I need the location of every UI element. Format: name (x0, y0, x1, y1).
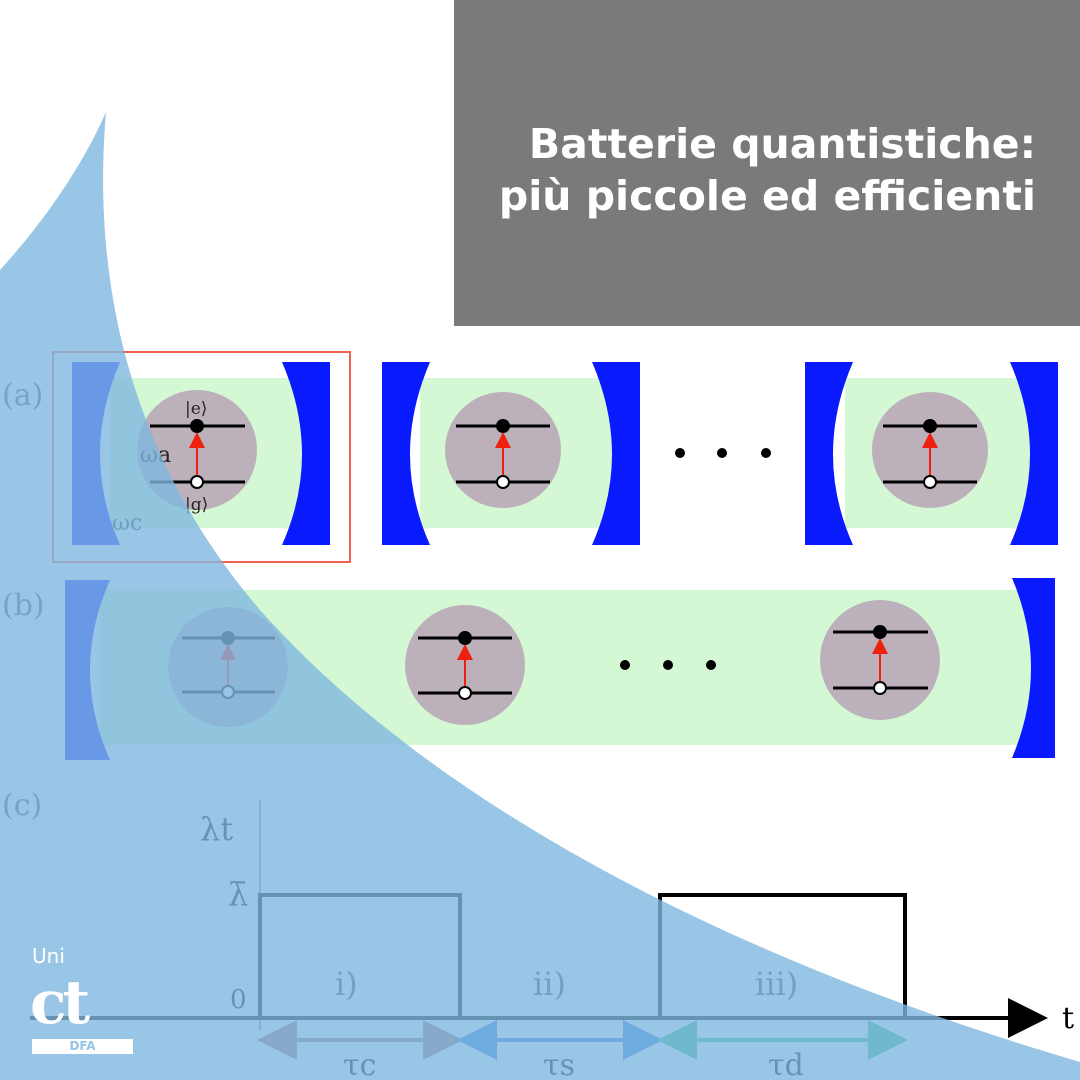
title-banner: Batterie quantistiche: più piccole ed ef… (454, 0, 1080, 326)
cavity-a3 (805, 362, 1058, 545)
state-e-label: |e⟩ (185, 399, 207, 419)
unict-dfa-logo: Uni ct DFA (30, 944, 135, 1056)
state-g-label: |g⟩ (185, 495, 208, 515)
ellipsis-dots-a (675, 448, 771, 458)
tau-s-label: τs (543, 1048, 575, 1080)
y-axis-label: λt (200, 810, 233, 848)
panel-a-label: (a) (2, 378, 43, 413)
pulse-plot: λt t λ̄ 0 i) ii) iii) τc τs τd (30, 800, 1074, 1080)
logo-ct: ct (30, 968, 90, 1038)
cavity-b (65, 578, 1055, 760)
lambda-bar-label: λ̄ (228, 875, 248, 913)
logo-uni: Uni (32, 944, 65, 968)
omega-a-label: ωa (140, 443, 171, 468)
headline-line-1: Batterie quantistiche: (528, 120, 1036, 168)
omega-c-label: ωc (112, 511, 142, 536)
cavity-a1: |e⟩ |g⟩ ωa ωc (72, 362, 330, 545)
headline: Batterie quantistiche: più piccole ed ef… (499, 118, 1036, 222)
zero-label: 0 (230, 985, 247, 1015)
headline-line-2: più piccole ed efficienti (498, 172, 1036, 220)
cavity-a2 (382, 362, 640, 545)
x-axis-label: t (1062, 1001, 1074, 1036)
logo-dept: DFA (32, 1039, 133, 1054)
panel-b-label: (b) (2, 588, 45, 623)
panel-c-label: (c) (2, 788, 42, 823)
tau-d-label: τd (768, 1048, 804, 1080)
phase-2-label: ii) (533, 965, 566, 1003)
tau-c-label: τc (343, 1048, 376, 1080)
phase-1-label: i) (335, 965, 358, 1003)
phase-3-label: iii) (755, 965, 798, 1003)
